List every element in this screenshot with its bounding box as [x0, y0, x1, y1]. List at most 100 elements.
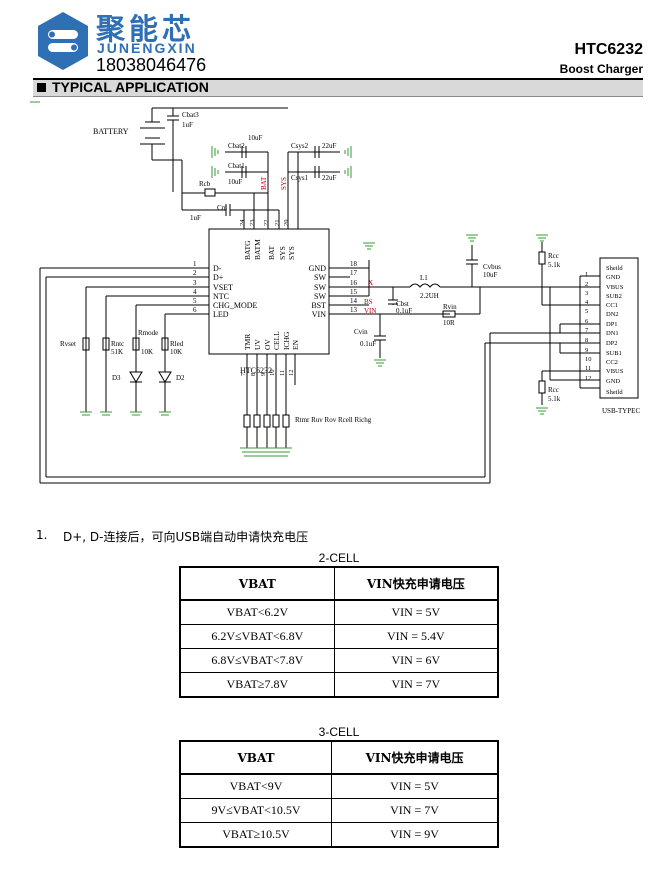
- header-divider: [33, 78, 643, 80]
- pin-number: 20: [283, 220, 290, 227]
- usb-pin-name: GND: [606, 378, 620, 385]
- part-number-title: HTC6232: [574, 41, 643, 58]
- table-cell: 9V≤VBAT<10.5V: [179, 798, 333, 823]
- table-cell: VIN = 9V: [331, 822, 499, 848]
- pin-number: 22: [263, 220, 270, 227]
- section-title: TYPICAL APPLICATION: [52, 79, 209, 95]
- pin-number: 2: [193, 269, 197, 277]
- net-bs-label: BS: [364, 298, 373, 306]
- cbat1-label: Cbat1: [228, 162, 245, 170]
- cm-value: 1uF: [190, 214, 201, 222]
- pin-name: ICHG: [282, 331, 291, 350]
- cbat2-label: Cbat2: [228, 142, 245, 150]
- section-bullet-icon: [37, 83, 46, 92]
- pin-name: NTC: [213, 292, 229, 301]
- rvset-label: Rvset: [60, 340, 76, 348]
- pin-name: LED: [213, 310, 229, 319]
- table-header-vbat: VBAT: [179, 566, 335, 601]
- pin-name: TMR: [243, 334, 252, 350]
- usb-pin-number: 8: [585, 337, 588, 344]
- pin-number: 1: [193, 260, 197, 268]
- table-cell: VBAT<6.2V: [179, 599, 335, 625]
- l1-value: 2.2UH: [420, 292, 439, 300]
- rntc-label: Rntc: [111, 340, 124, 348]
- bottom-resistor-labels: Rtmr Ruv Rov Rcell Richg: [295, 416, 372, 424]
- pin-name: UV: [253, 339, 262, 350]
- d2-label: D2: [176, 374, 185, 382]
- pin-number: 16: [350, 279, 358, 287]
- pin-name: CHG_MODE: [213, 301, 258, 310]
- table-header-vbat: VBAT: [179, 740, 333, 775]
- usb-pin-number: 9: [585, 347, 588, 354]
- table-cell: VIN = 5V: [331, 773, 499, 799]
- rled-label: Rled: [170, 340, 184, 348]
- pin-name: D+: [213, 273, 224, 282]
- usb-pin-name: SUB2: [606, 293, 622, 300]
- battery-label: BATTERY: [93, 127, 129, 136]
- d3-label: D3: [112, 374, 121, 382]
- pin-name: VSET: [213, 283, 233, 292]
- table-cell: VIN = 7V: [333, 672, 499, 698]
- csys1-value: 22uF: [322, 174, 337, 182]
- usb-pin-number: 11: [585, 365, 591, 372]
- cbst-value: 0.1uF: [396, 307, 412, 315]
- table-cell: 6.2V≤VBAT<6.8V: [179, 624, 335, 649]
- cvin-value: 0.1uF: [360, 340, 376, 348]
- usb-pin-name: Sheild: [606, 389, 623, 396]
- table-header-vin: VIN快充申请电压: [331, 740, 499, 775]
- pin-name: OV: [263, 339, 272, 350]
- net-vin-label: VIN: [364, 307, 376, 315]
- rmode-label: Rmode: [138, 329, 158, 337]
- chip-name-label: HTC6232: [240, 366, 272, 375]
- cvbus-label: Cvbus: [483, 263, 501, 271]
- pin-number: 7: [240, 372, 247, 376]
- table-cell: VBAT<9V: [179, 773, 333, 799]
- pin-name: EN: [291, 339, 300, 350]
- rcc2-label: Rcc: [548, 386, 559, 394]
- pin-number: 11: [279, 370, 286, 376]
- usb-pin-name: DN2: [606, 311, 619, 318]
- usb-pin-name: VBUS: [606, 284, 624, 291]
- logo-chinese-name: 聚能芯: [96, 12, 196, 46]
- rcc1-value: 5.1k: [548, 261, 561, 269]
- usb-pin-name: GND: [606, 274, 620, 281]
- pin-name: D-: [213, 264, 222, 273]
- table-2cell-caption: 2-CELL: [318, 551, 360, 565]
- rntc-value: 51K: [111, 348, 123, 356]
- usb-pin-number: 10: [585, 356, 592, 363]
- pin-number: 4: [193, 288, 197, 296]
- rcc1-label: Rcc: [548, 252, 559, 260]
- top-net-label: BAT: [260, 176, 268, 190]
- pin-number: 13: [350, 306, 358, 314]
- usb-pin-name: DP2: [606, 340, 618, 347]
- top-net-label: SYS: [280, 177, 288, 190]
- usb-pin-name: VBUS: [606, 368, 624, 375]
- pin-number: 3: [193, 279, 197, 287]
- cbat1-value: 10uF: [228, 178, 243, 186]
- pin-number: 5: [193, 297, 197, 305]
- usb-connector-label: USB-TYPEC: [602, 407, 640, 415]
- usb-pin-number: 3: [585, 290, 588, 297]
- pin-name: VIN: [312, 310, 326, 319]
- pin-name: BATM: [253, 239, 262, 260]
- cbat3-value: 1uF: [182, 121, 193, 129]
- usb-pin-number: 4: [585, 299, 589, 306]
- usb-pin-name: SUB1: [606, 350, 622, 357]
- usb-pin-name: DN1: [606, 330, 619, 337]
- pin-name: BST: [311, 301, 326, 310]
- rcc2-value: 5.1k: [548, 395, 561, 403]
- pin-number: 21: [274, 220, 281, 227]
- usb-pin-number: 7: [585, 327, 589, 334]
- csys1-label: Csys1: [291, 174, 309, 182]
- cbat2-value: 10uF: [248, 134, 263, 142]
- cbst-label: Cbst: [396, 300, 409, 308]
- table-3cell-caption: 3-CELL: [318, 725, 360, 739]
